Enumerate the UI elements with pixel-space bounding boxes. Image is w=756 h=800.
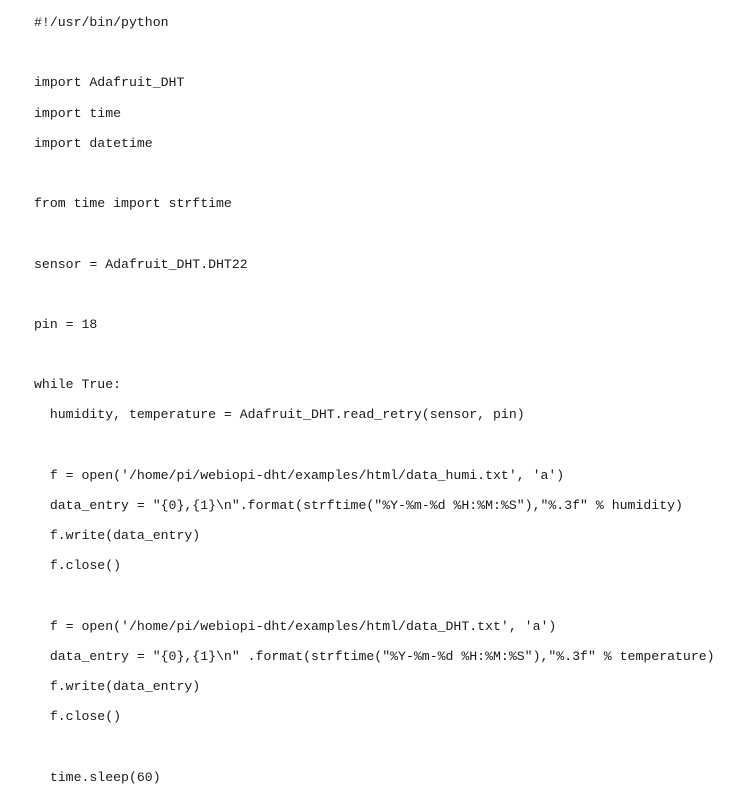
code-line-pin: pin = 18 — [34, 316, 98, 332]
code-line-entry-humi: data_entry = "{0},{1}\n".format(strftime… — [34, 498, 683, 513]
code-line-blank — [34, 226, 715, 241]
code-line-open-humi: f = open('/home/pi/webiopi-dht/examples/… — [34, 467, 565, 483]
code-line-import-datetime: import datetime — [34, 135, 153, 151]
code-line-write-temp: f.write(data_entry) — [34, 679, 201, 695]
code-line-write-humi: f.write(data_entry) — [34, 528, 201, 544]
code-line-blank — [34, 438, 715, 453]
code-line-sleep: time.sleep(60) — [34, 769, 161, 785]
code-line-entry-temp: data_entry = "{0},{1}\n" .format(strftim… — [34, 648, 715, 664]
code-line-blank — [34, 589, 715, 604]
code-line-blank — [34, 166, 715, 181]
code-listing: #!/usr/bin/python import Adafruit_DHT im… — [34, 15, 715, 800]
code-line-import-dht: import Adafruit_DHT — [34, 75, 185, 91]
code-line-blank — [34, 347, 715, 362]
code-line-sensor: sensor = Adafruit_DHT.DHT22 — [34, 256, 248, 272]
code-line-open-dht: f = open('/home/pi/webiopi-dht/examples/… — [34, 618, 557, 634]
code-line-import-time: import time — [34, 105, 122, 121]
code-line-while: while True: — [34, 377, 122, 393]
code-line-from-import: from time import strftime — [34, 196, 232, 212]
code-line-blank — [34, 287, 715, 302]
code-line-read-retry: humidity, temperature = Adafruit_DHT.rea… — [34, 407, 525, 423]
code-line-shebang: #!/usr/bin/python — [34, 15, 169, 30]
code-line-blank — [34, 740, 715, 755]
code-line-blank — [34, 45, 715, 60]
code-line-close-humi: f.close() — [34, 558, 122, 574]
code-line-close-temp: f.close() — [34, 709, 122, 725]
